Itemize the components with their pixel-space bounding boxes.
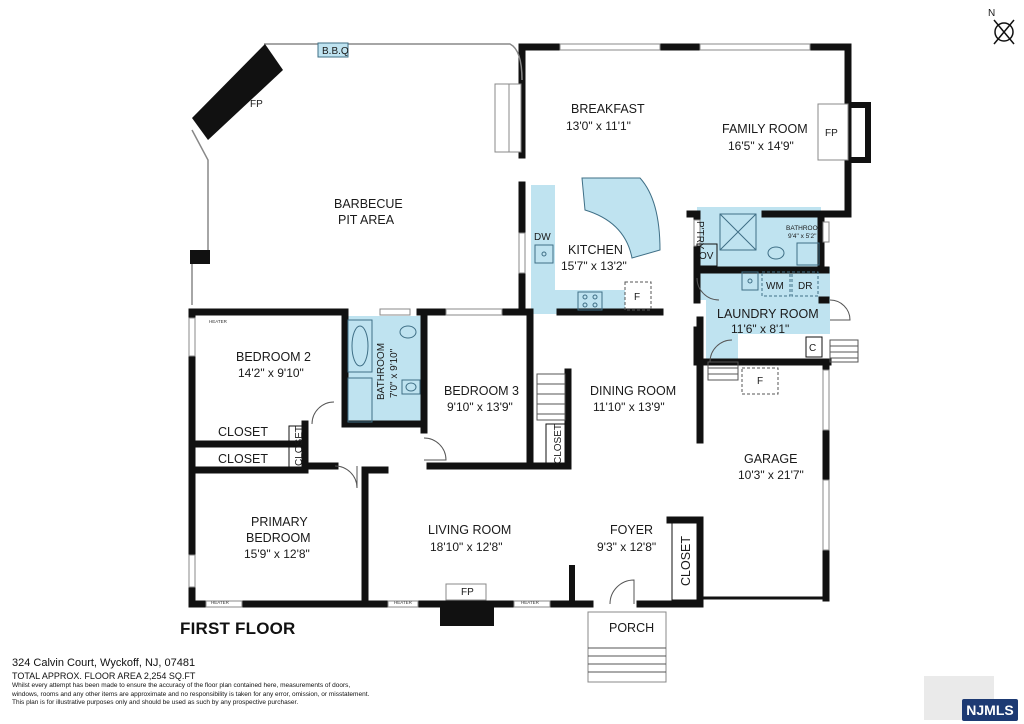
garage-fixture-box <box>741 367 779 395</box>
laundry-c: C <box>809 343 816 354</box>
kitchen-f: F <box>634 292 640 303</box>
kitchen-dim: 15'7" x 13'2" <box>561 259 627 273</box>
closet-outlines <box>288 423 699 601</box>
wet-area-fills <box>345 177 830 424</box>
breakfast-dim: 13'0" x 11'1" <box>566 119 631 133</box>
bbq-area-name-1: BARBECUE <box>334 197 403 211</box>
primary-heater: HEATER <box>211 600 230 605</box>
bathroom-dim: 7'0" x 9'10" <box>389 348 400 398</box>
breakfast-sliding-door <box>494 83 522 153</box>
pantry-label: P'TRY <box>694 221 705 250</box>
laundry-wm: WM <box>766 281 784 292</box>
laundry-name: LAUNDRY ROOM <box>717 307 819 321</box>
closet4-label: CLOSET <box>553 424 564 464</box>
foyer-dim: 9'3" x 12'8" <box>597 540 656 554</box>
door-swings <box>311 277 851 605</box>
closet3-label: CLOSET <box>294 426 305 466</box>
bbq-label: B.B.Q <box>322 46 349 57</box>
bedroom2-name: BEDROOM 2 <box>236 350 311 364</box>
bedroom3-name: BEDROOM 3 <box>444 384 519 398</box>
porch-name: PORCH <box>609 621 654 635</box>
living-heater-1: HEATER <box>394 600 413 605</box>
living-heater-2: HEATER <box>521 600 540 605</box>
stairs <box>536 339 859 683</box>
floor-title: FIRST FLOOR <box>180 619 296 638</box>
compass-label: N <box>988 8 995 19</box>
kitchen-dw: DW <box>534 232 551 243</box>
family-room-name: FAMILY ROOM <box>722 122 808 136</box>
footer: 324 Calvin Court, Wyckoff, NJ, 07481 TOT… <box>12 656 612 708</box>
windows <box>188 43 830 608</box>
bedroom3-dim: 9'10" x 13'9" <box>447 400 513 414</box>
garage-dim: 10'3" x 21'7" <box>738 468 804 482</box>
primary-name-1: PRIMARY <box>251 515 308 529</box>
bbq-area-outline <box>190 42 523 305</box>
living-fp: FP <box>461 587 474 598</box>
compass-icon <box>993 19 1015 45</box>
bedroom2-heater: HEATER <box>209 319 228 324</box>
bbq-area-name-2: PIT AREA <box>338 213 395 227</box>
family-room-dim: 16'5" x 14'9" <box>728 139 794 153</box>
bathroom-name: BATHROOM <box>376 343 387 400</box>
bedroom2-dim: 14'2" x 9'10" <box>238 366 304 380</box>
bbq-fp-label: FP <box>250 99 263 110</box>
oven-label: OV <box>699 251 714 262</box>
closet5-label: CLOSET <box>679 536 693 586</box>
closet1-label: CLOSET <box>218 425 268 439</box>
njmls-badge: NJMLS <box>962 699 1018 721</box>
footer-area: TOTAL APPROX. FLOOR AREA 2,254 SQ.FT <box>12 671 196 681</box>
footer-disclaimer-2: windows, rooms and any other items are a… <box>12 690 370 698</box>
dining-dim: 11'10" x 13'9" <box>593 400 665 414</box>
dining-name: DINING ROOM <box>590 384 676 398</box>
small-bath-name: BATHROOM <box>786 225 823 232</box>
kitchen-fixtures <box>534 244 652 311</box>
family-room-fp: FP <box>825 128 838 139</box>
primary-dim: 15'9" x 12'8" <box>244 547 310 561</box>
pantry-oven-boxes <box>696 243 823 358</box>
closet2-label: CLOSET <box>218 452 268 466</box>
footer-disclaimer-1: Whilst every attempt has been made to en… <box>12 682 351 689</box>
foyer-name: FOYER <box>610 523 653 537</box>
kitchen-name: KITCHEN <box>568 243 623 257</box>
garage-name: GARAGE <box>744 452 798 466</box>
breakfast-name: BREAKFAST <box>571 102 645 116</box>
laundry-dim: 11'6" x 8'1" <box>731 322 789 336</box>
fireplaces <box>440 103 849 626</box>
garage-f: F <box>757 376 763 387</box>
primary-name-2: BEDROOM <box>246 531 311 545</box>
footer-address: 324 Calvin Court, Wyckoff, NJ, 07481 <box>12 657 196 669</box>
laundry-dr: DR <box>798 281 812 292</box>
bathroom-fixtures <box>347 213 820 423</box>
living-name: LIVING ROOM <box>428 523 511 537</box>
small-bath-dim: 9'4" x 5'2" <box>788 233 817 240</box>
walls <box>188 43 871 608</box>
footer-disclaimer-3: This plan is for illustrative purposes o… <box>12 699 299 706</box>
living-dim: 18'10" x 12'8" <box>430 540 503 554</box>
